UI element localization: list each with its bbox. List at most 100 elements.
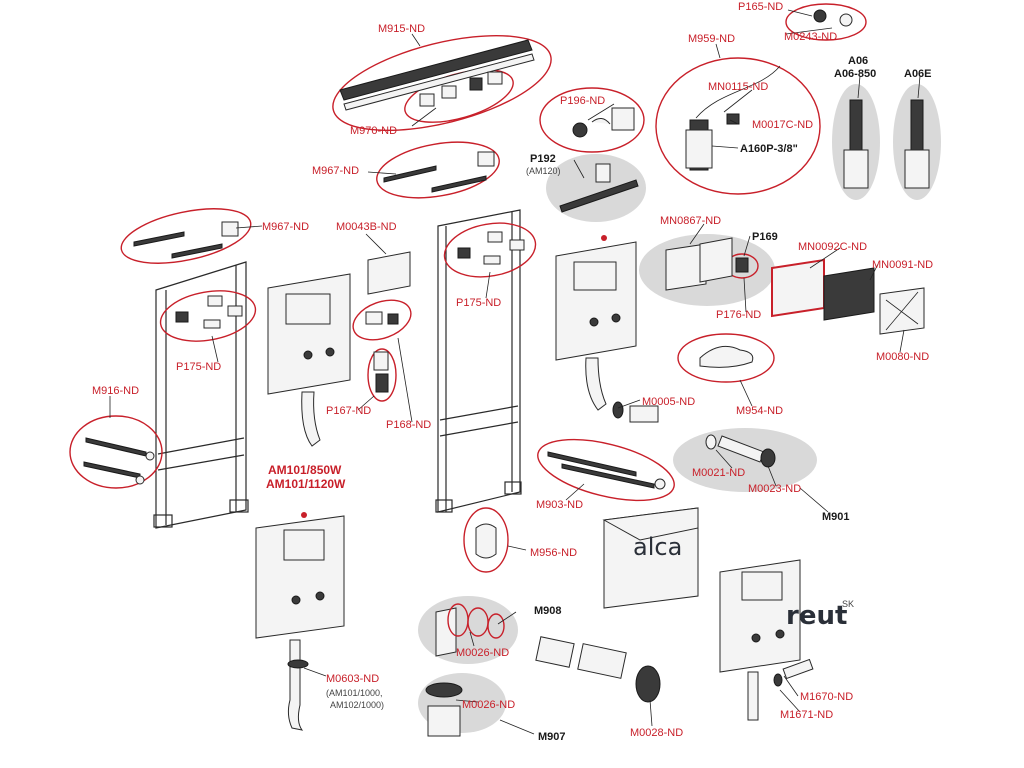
- m970-brackets: [419, 71, 503, 107]
- label-m0028: M0028-ND: [630, 727, 683, 739]
- a06-flush-valve: [843, 99, 869, 189]
- m908-parts: [435, 603, 505, 657]
- label-m970: M970-ND: [350, 125, 397, 137]
- m954-callout: [677, 333, 775, 383]
- p196-callout: [539, 87, 645, 153]
- label-m1671: M1671-ND: [780, 709, 833, 721]
- label-p169: P169: [752, 231, 778, 243]
- p196-parts: [572, 107, 635, 138]
- m967-left-bolts: [133, 221, 239, 259]
- cistern-top-left: [267, 273, 351, 447]
- label-a06e: A06E: [904, 68, 932, 80]
- label-p165: P165-ND: [738, 1, 783, 13]
- p192-parts: [559, 163, 639, 213]
- label-p196: P196-ND: [560, 95, 605, 107]
- m0005-parts: [612, 401, 659, 423]
- p175-mid-parts: [457, 231, 525, 265]
- label-m0043b: M0043B-ND: [336, 221, 397, 233]
- reut-watermark: reut SK: [786, 599, 854, 631]
- m0028-pipe-set: [535, 636, 661, 703]
- reut-logo-sup: SK: [842, 599, 854, 609]
- label-m915: M915-ND: [378, 23, 425, 35]
- label-m0243: M0243-ND: [784, 31, 837, 43]
- label-a160p: A160P-3/8": [740, 143, 798, 155]
- alca-packaging-box: alca: [602, 507, 699, 609]
- label-p168: P168-ND: [386, 419, 431, 431]
- m954-part: [699, 345, 754, 368]
- m903-callout: [537, 438, 675, 502]
- m956-callout: [463, 507, 509, 573]
- label-m967-left: M967-ND: [262, 221, 309, 233]
- m967-left-callout: [120, 208, 252, 264]
- m1670-parts: [773, 658, 814, 687]
- p167-parts: [373, 351, 389, 393]
- m901-parts: [705, 434, 776, 468]
- m916-bolts: [83, 437, 155, 485]
- label-p167: P167-ND: [326, 405, 371, 417]
- left-installation-frame: [153, 261, 249, 529]
- label-am120: (AM120): [526, 166, 561, 176]
- label-am-note-1: (AM101/1000,: [326, 688, 383, 698]
- label-m0017c: M0017C-ND: [752, 119, 813, 131]
- label-m1670: M1670-ND: [800, 691, 853, 703]
- label-m959: M959-ND: [688, 33, 735, 45]
- label-m0026-top: M0026-ND: [456, 647, 509, 659]
- label-m967-top: M967-ND: [312, 165, 359, 177]
- middle-installation-frame: [435, 209, 522, 513]
- a06e-flush-valve: [904, 99, 930, 189]
- leaders: [109, 9, 921, 735]
- label-mn0115: MN0115-ND: [708, 81, 768, 93]
- label-m0080: M0080-ND: [876, 351, 929, 363]
- m967-top-bolts: [383, 151, 495, 193]
- label-m901: M901: [822, 511, 850, 523]
- p168-callout: [352, 299, 412, 341]
- p165-parts: [813, 9, 853, 27]
- mn0867-parts: [665, 237, 749, 291]
- m0603-part: [287, 659, 309, 669]
- label-p176: P176-ND: [716, 309, 761, 321]
- m907-parts: [425, 682, 463, 737]
- label-m0023: M0023-ND: [748, 483, 801, 495]
- m915-callout: [332, 34, 552, 132]
- m915-rails: [339, 39, 535, 111]
- cistern-bottom-right: [719, 559, 801, 721]
- m959-fill-valve: [685, 65, 781, 171]
- p175-left-callout: [159, 290, 257, 342]
- label-am101-1120w: AM101/1120W: [266, 477, 346, 491]
- label-m954: M954-ND: [736, 405, 783, 417]
- m916-callout: [69, 415, 163, 489]
- label-am-note-2: AM102/1000): [330, 700, 384, 710]
- cistern-top-middle: [555, 235, 637, 411]
- label-m956: M956-ND: [530, 547, 577, 559]
- p175-mid-callout: [443, 222, 537, 278]
- label-m907: M907: [538, 731, 566, 743]
- m903-bolts: [547, 451, 666, 490]
- alca-logo: alca: [633, 533, 682, 561]
- label-m0021: M0021-ND: [692, 467, 745, 479]
- label-a06-850: A06-850: [834, 68, 876, 80]
- m0043b-bracket: [367, 251, 411, 295]
- reut-logo: reut: [786, 601, 847, 631]
- m967-top-callout: [376, 141, 500, 199]
- label-mn0091: MN0091-ND: [872, 259, 933, 271]
- p175-left-parts: [175, 295, 243, 329]
- p167-callout: [367, 348, 397, 402]
- p168-parts: [365, 311, 399, 325]
- label-mn0867: MN0867-ND: [660, 215, 721, 227]
- label-am101-850w: AM101/850W: [268, 463, 342, 477]
- label-m0603: M0603-ND: [326, 673, 379, 685]
- label-mn0092c: MN0092C-ND: [798, 241, 867, 253]
- label-m903: M903-ND: [536, 499, 583, 511]
- label-m0026-bottom: M0026-ND: [462, 699, 515, 711]
- label-p175-left: P175-ND: [176, 361, 221, 373]
- label-m0005: M0005-ND: [642, 396, 695, 408]
- m959-callout: [655, 57, 821, 195]
- flush-plate-set: [771, 258, 925, 335]
- p165-callout: [785, 3, 867, 41]
- label-p175-mid: P175-ND: [456, 297, 501, 309]
- label-p192: P192: [530, 153, 556, 165]
- m956-part: [475, 523, 497, 559]
- label-m916: M916-ND: [92, 385, 139, 397]
- label-a06: A06: [848, 55, 868, 67]
